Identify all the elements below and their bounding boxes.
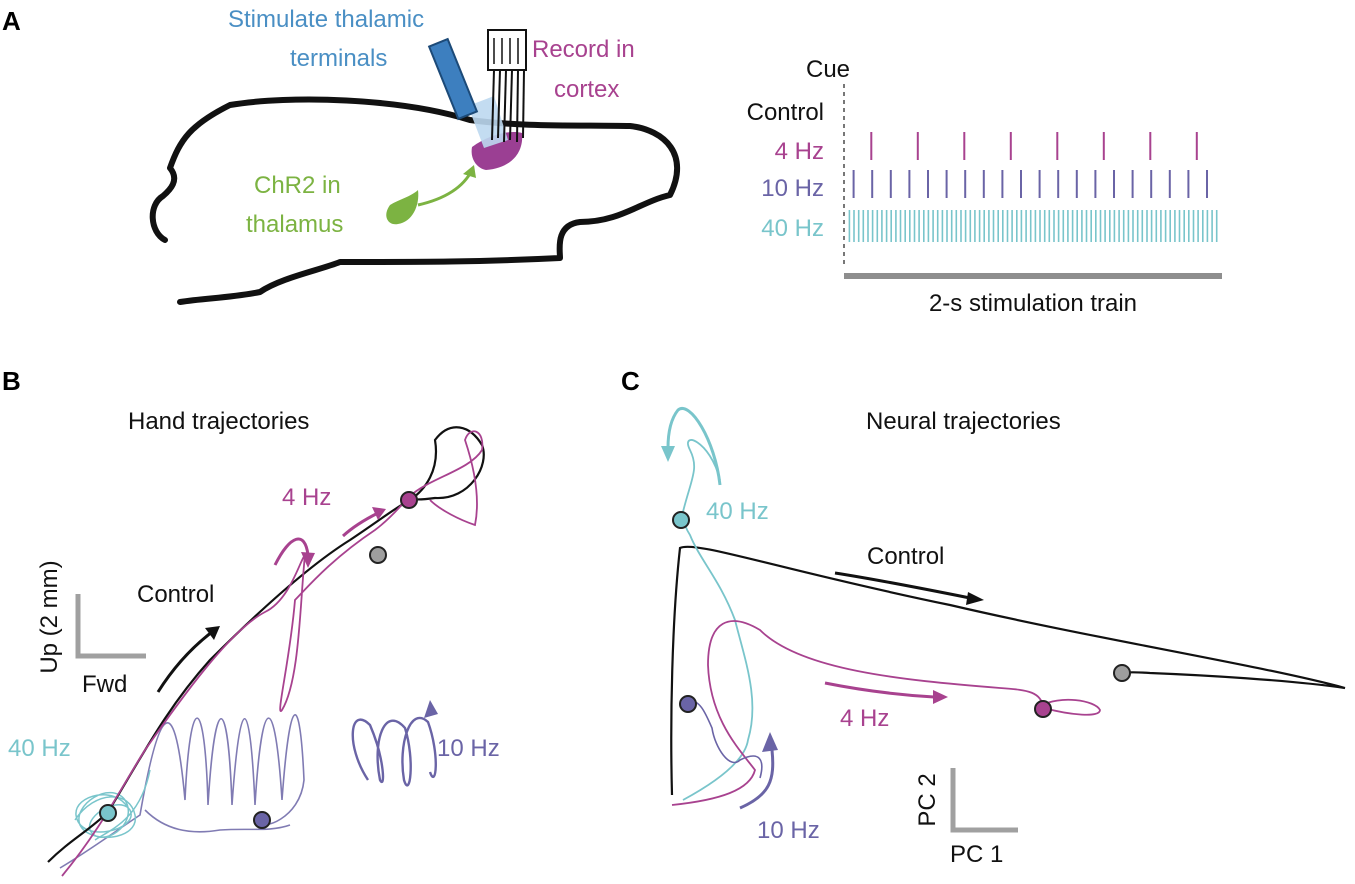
- condition-label-40hz: 40 Hz: [761, 215, 824, 242]
- neural-trajectory-control: [670, 545, 1346, 796]
- electrode-array-icon: [487, 29, 527, 143]
- panel-b-letter: B: [2, 366, 21, 396]
- neural-label-10hz: 10 Hz: [757, 817, 820, 844]
- neural-scale-bar: [950, 768, 1018, 833]
- neural-10hz-arrow: [739, 749, 775, 810]
- neural-dot-control: [1113, 664, 1131, 682]
- hand-control-arrow: [156, 630, 213, 693]
- neural-10hz-arrow-head: [762, 732, 778, 752]
- panel-c: C Neural trajectories 40 Hz Control 4 Hz…: [621, 366, 1346, 868]
- hand-10hz-arrow-head: [424, 700, 438, 718]
- panel-b: B Hand trajectories 4 Hz Control 40 Hz 1…: [2, 366, 500, 877]
- hand-scale-y-label: Up (2 mm): [36, 560, 63, 673]
- record-label-line1: Record in: [532, 36, 635, 63]
- panel-c-letter: C: [621, 366, 640, 396]
- neural-dot-40hz: [672, 511, 690, 529]
- neural-4hz-arrow-head: [933, 690, 948, 704]
- hand-4hz-arrow: [273, 537, 310, 566]
- panel-c-title: Neural trajectories: [866, 408, 1061, 435]
- hand-4hz-arrow-head: [301, 552, 315, 568]
- hand-dot-control: [369, 546, 387, 564]
- hand-dot-10hz: [253, 811, 271, 829]
- pulse-train-4hz: [870, 132, 1198, 160]
- neural-scale-y-label: PC 2: [914, 773, 941, 826]
- neural-4hz-arrow: [824, 681, 935, 699]
- pulse-train-40hz: [848, 210, 1218, 242]
- hand-label-10hz: 10 Hz: [437, 735, 500, 762]
- panel-a-letter: A: [2, 6, 21, 36]
- hand-label-4hz: 4 Hz: [282, 484, 331, 511]
- neural-label-control: Control: [867, 543, 944, 570]
- record-label-line2: cortex: [554, 76, 619, 103]
- neural-40hz-arrow-head: [661, 446, 675, 462]
- hand-dot-4hz: [400, 491, 418, 509]
- panel-a: A Stimulate thalamic terminals: [2, 6, 1222, 317]
- optical-fiber-icon: [427, 37, 479, 121]
- hand-trajectory-10hz-sample: [351, 716, 437, 787]
- hand-4hz-arrow2-head: [372, 507, 386, 520]
- hand-scale-x-label: Fwd: [82, 671, 127, 698]
- hand-scale-bar: [75, 594, 146, 659]
- hand-trajectory-40hz: [74, 769, 151, 841]
- chr2-arrow-head: [463, 165, 476, 178]
- neural-trajectory-4hz: [671, 620, 1101, 806]
- stim-label-line1: Stimulate thalamic: [228, 6, 424, 33]
- neural-control-arrow: [834, 571, 971, 600]
- neural-trajectory-10hz: [687, 699, 763, 779]
- neural-40hz-arrow: [666, 407, 722, 486]
- hand-control-arrow-head: [205, 626, 220, 640]
- chr2-label-line1: ChR2 in: [254, 172, 341, 199]
- chr2-arrow: [417, 169, 474, 207]
- neural-label-4hz: 4 Hz: [840, 705, 889, 732]
- neural-dot-10hz: [679, 695, 697, 713]
- neural-control-arrow-head: [966, 592, 984, 605]
- train-label: 2-s stimulation train: [929, 290, 1137, 317]
- neural-scale-x-label: PC 1: [950, 841, 1003, 868]
- brain-outline: [149, 96, 681, 305]
- hand-label-control: Control: [137, 581, 214, 608]
- neural-dot-4hz: [1034, 700, 1052, 718]
- chr2-label-line2: thalamus: [246, 211, 343, 238]
- panel-b-title: Hand trajectories: [128, 408, 309, 435]
- hand-trajectory-4hz: [61, 430, 484, 877]
- neural-label-40hz: 40 Hz: [706, 498, 769, 525]
- condition-label-4hz: 4 Hz: [775, 138, 824, 165]
- thalamus-region: [386, 190, 419, 225]
- condition-label-control: Control: [747, 99, 824, 126]
- cue-label: Cue: [806, 56, 850, 83]
- pulse-train-10hz: [852, 170, 1208, 198]
- hand-dot-40hz: [99, 804, 117, 822]
- stim-label-line2: terminals: [290, 45, 387, 72]
- hand-label-40hz: 40 Hz: [8, 735, 71, 762]
- neural-trajectory-40hz: [680, 439, 754, 801]
- hand-trajectory-10hz: [59, 714, 305, 869]
- condition-label-10hz: 10 Hz: [761, 175, 824, 202]
